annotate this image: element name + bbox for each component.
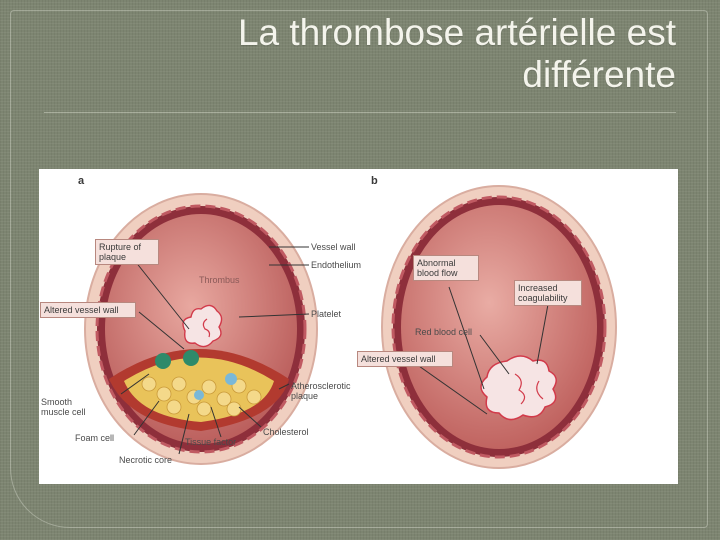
vessel-a bbox=[84, 193, 318, 465]
slide-title: La thrombose artérielle est différente bbox=[237, 12, 676, 95]
vessel-wall-label: Vessel wall bbox=[311, 242, 356, 252]
altered-vessel-wall-box-a: Altered vessel wall bbox=[40, 302, 136, 318]
leader-lines bbox=[120, 246, 550, 455]
thrombosis-figure: a b Rupture of plaque Altered vessel wal… bbox=[39, 169, 678, 484]
smooth-muscle-cell-label: Smooth muscle cell bbox=[41, 397, 86, 417]
title-divider bbox=[44, 112, 676, 113]
abnormal-blood-flow-box: Abnormal blood flow bbox=[413, 255, 479, 281]
platelet-label: Platelet bbox=[311, 309, 342, 319]
panel-b-letter: b bbox=[371, 175, 378, 187]
rupture-of-plaque-box: Rupture of plaque bbox=[95, 239, 159, 265]
foam-cell-label: Foam cell bbox=[75, 433, 115, 443]
endothelium-label: Endothelium bbox=[311, 260, 362, 270]
slide-frame bbox=[10, 10, 708, 528]
thrombus-label: Thrombus bbox=[199, 275, 240, 285]
tissue-factor-label: Tissue factor bbox=[185, 437, 237, 447]
cholesterol-label: Cholesterol bbox=[263, 427, 309, 437]
atherosclerotic-plaque-label: Atherosclerotic plaque bbox=[291, 381, 351, 401]
necrotic-core-label: Necrotic core bbox=[119, 455, 173, 465]
altered-vessel-wall-box-b: Altered vessel wall bbox=[357, 351, 453, 367]
increased-coagulability-box: Increased coagulability bbox=[514, 280, 582, 306]
figure-illustration bbox=[84, 185, 617, 469]
panel-a-letter: a bbox=[78, 175, 85, 187]
red-blood-cell-label: Red blood cell bbox=[415, 327, 473, 337]
